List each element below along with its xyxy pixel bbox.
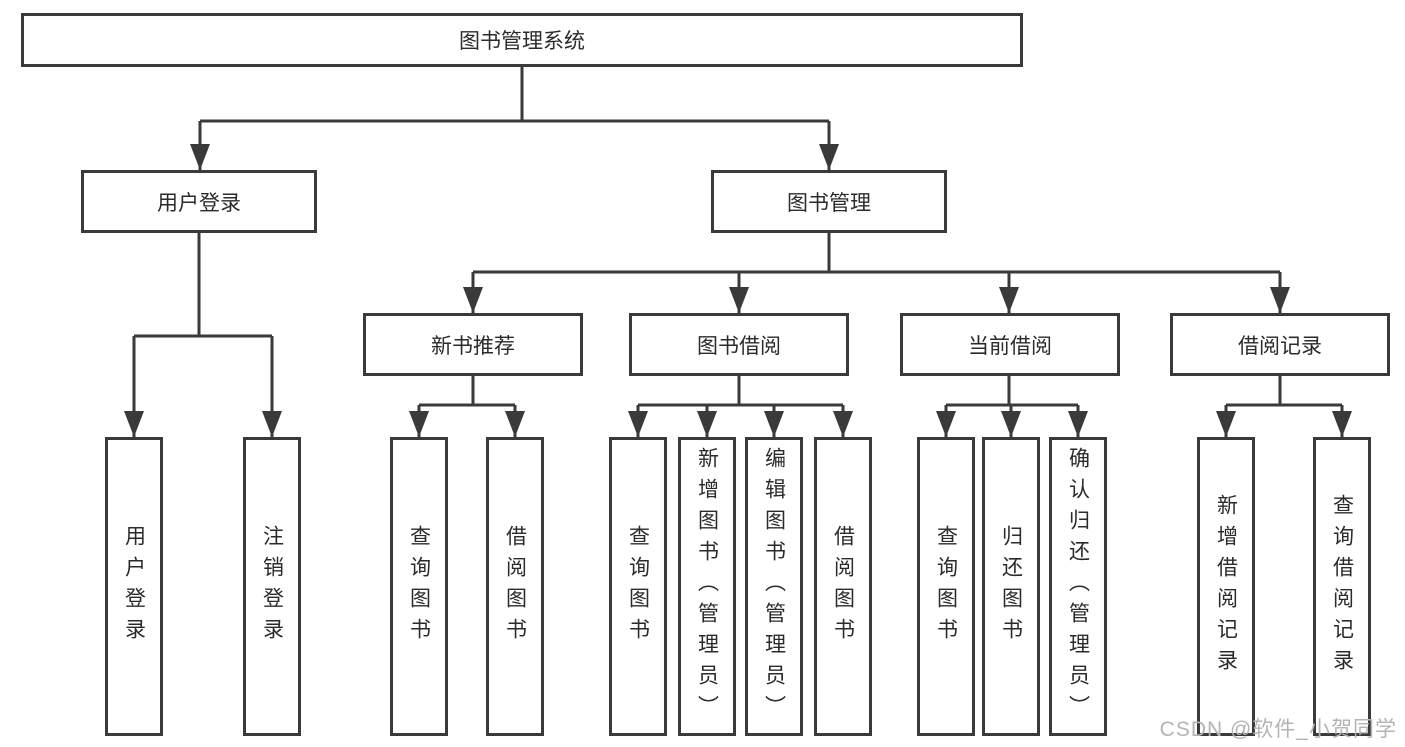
node-book-management: 图书管理: [711, 170, 947, 233]
leaf-add-books-admin: 新增图书（管理员）: [678, 437, 736, 736]
node-label: 查询图书: [626, 524, 650, 649]
leaf-return-books: 归还图书: [982, 437, 1040, 736]
node-library-management-system: 图书管理系统: [21, 13, 1023, 67]
leaf-query-borrow-record: 查询借阅记录: [1313, 437, 1371, 736]
leaf-add-borrow-record: 新增借阅记录: [1197, 437, 1255, 736]
node-book-borrowing: 图书借阅: [629, 313, 849, 376]
node-label: 当前借阅: [968, 334, 1052, 358]
leaf-query-books-recommend: 查询图书: [390, 437, 448, 736]
node-new-book-recommendation: 新书推荐: [363, 313, 583, 376]
node-label: 查询借阅记录: [1330, 493, 1354, 680]
node-label: 查询图书: [407, 524, 431, 649]
leaf-confirm-return-admin: 确认归还（管理员）: [1049, 437, 1107, 736]
node-user-login: 用户登录: [81, 170, 317, 233]
node-label: 注销登录: [260, 524, 284, 649]
node-label: 归还图书: [999, 524, 1023, 649]
leaf-borrow-books-recommend: 借阅图书: [486, 437, 544, 736]
node-label: 借阅图书: [503, 524, 527, 649]
node-label: 图书管理系统: [459, 30, 585, 53]
node-label: 借阅记录: [1238, 334, 1322, 358]
node-label: 新增借阅记录: [1214, 493, 1238, 680]
node-label: 编辑图书（管理员）: [762, 447, 786, 726]
leaf-borrow-books-borrowing: 借阅图书: [814, 437, 872, 736]
leaf-user-login: 用户登录: [105, 437, 163, 736]
node-label: 新增图书（管理员）: [695, 447, 719, 726]
leaf-query-books-current: 查询图书: [917, 437, 975, 736]
node-label: 图书管理: [787, 191, 871, 215]
node-label: 用户登录: [157, 191, 241, 215]
node-label: 图书借阅: [697, 334, 781, 358]
leaf-logout: 注销登录: [243, 437, 301, 736]
node-current-borrowing: 当前借阅: [900, 313, 1120, 376]
leaf-query-books-borrowing: 查询图书: [609, 437, 667, 736]
leaf-edit-books-admin: 编辑图书（管理员）: [745, 437, 803, 736]
node-label: 新书推荐: [431, 334, 515, 358]
node-borrowing-records: 借阅记录: [1170, 313, 1390, 376]
node-label: 借阅图书: [831, 524, 855, 649]
node-label: 用户登录: [122, 524, 146, 649]
node-label: 确认归还（管理员）: [1066, 447, 1090, 726]
node-label: 查询图书: [934, 524, 958, 649]
